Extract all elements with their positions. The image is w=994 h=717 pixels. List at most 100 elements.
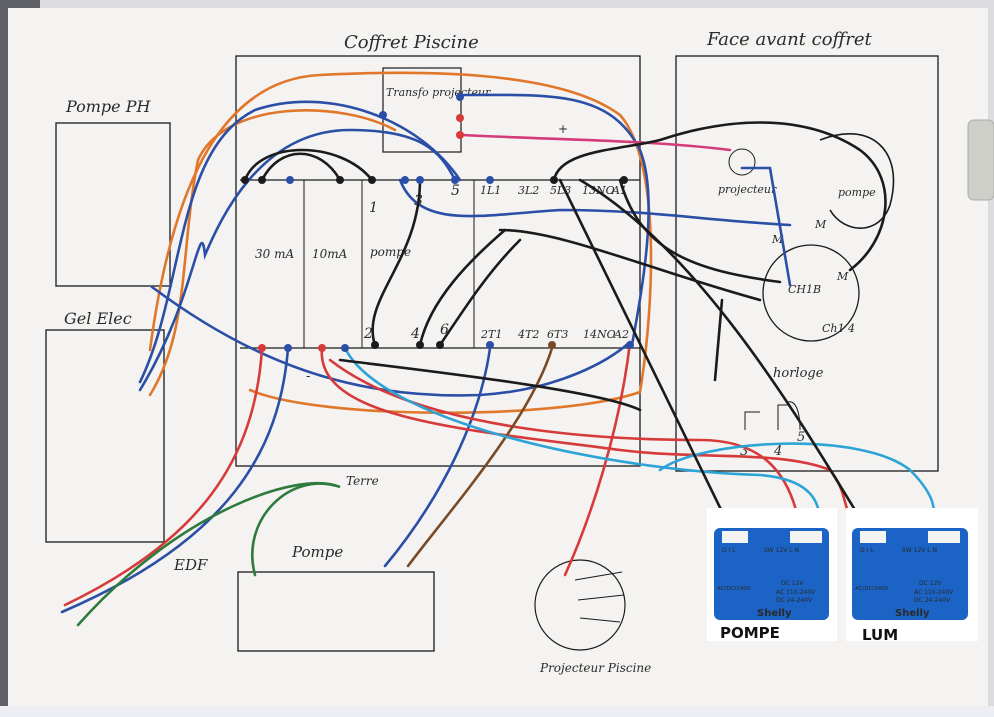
terminal-5-label: 5: [451, 183, 460, 199]
m-label-3: M: [836, 270, 849, 283]
plus-sign: +: [558, 122, 568, 136]
terminal-dot: [371, 341, 379, 349]
terminal-dot: [456, 114, 464, 122]
horloge-circle: [762, 244, 860, 342]
minus-sign: -: [306, 369, 310, 384]
wire-black: [498, 228, 762, 302]
shelly-spec1: DC 12V: [781, 580, 804, 587]
shelly-caption-lum: LUM: [862, 626, 898, 644]
transfo-box: [382, 67, 462, 153]
wire-blue: [460, 93, 650, 347]
terminal-dot: [286, 176, 294, 184]
projecteur-switch: [728, 148, 756, 176]
wire-black: [338, 358, 642, 412]
wire-blue: [150, 285, 632, 397]
terminal-dot: [486, 176, 494, 184]
edf-label: EDF: [173, 556, 208, 574]
wire-black-shelly: [578, 178, 868, 530]
contactor-4t2-label: 4T2: [517, 328, 539, 341]
switch-contact: [787, 401, 801, 431]
terminals: [241, 93, 634, 352]
wire-black: [552, 121, 887, 272]
terminal-dot: [456, 93, 464, 101]
wire-orange: [148, 71, 653, 415]
terminal-dot: [379, 111, 387, 119]
breaker-30ma-label: 30 mA: [255, 247, 294, 261]
projecteur-front-label: projecteur: [718, 183, 777, 196]
wire-black-bridge: [243, 148, 374, 182]
breaker-10ma-label: 10mA: [312, 247, 348, 261]
terminal-6-label: 6: [440, 322, 449, 338]
shelly-terminal-block: [928, 531, 960, 543]
face-avant-outline: [675, 55, 939, 472]
projecteur-piscine-lamp: [534, 559, 626, 651]
pompe-motor-box: [237, 571, 435, 652]
contactor-1l1-label: 1L1: [480, 184, 501, 197]
wire-blue: [138, 128, 457, 392]
terminal-dot: [416, 341, 424, 349]
gel-elec-box: [45, 329, 165, 543]
pompe-motor-label: Pompe: [291, 543, 343, 561]
shelly-body: [852, 528, 968, 620]
shelly-module-lum: O I L SW 12V L N AC/DC/240V DC 12V AC 11…: [846, 508, 978, 644]
wire-red-edf: [63, 346, 264, 607]
switch-term-5: 5: [797, 430, 805, 445]
terminal-dot: [341, 344, 349, 352]
shelly-terminal-block: [860, 531, 886, 543]
shelly-terminal-block: [722, 531, 748, 543]
wire-black-shelly: [558, 178, 732, 530]
shelly-spec1: DC 12V: [919, 580, 942, 587]
wire-black-bridge: [260, 152, 342, 182]
footer-bar: [0, 706, 994, 717]
contactor-6t3-label: 6T3: [547, 328, 568, 341]
wires: [60, 71, 936, 627]
gel-elec-label: Gel Elec: [64, 309, 132, 328]
wire-black: [618, 178, 782, 284]
pompe-ph-label: Pompe PH: [65, 97, 151, 116]
wire-red-projecteur: [563, 340, 632, 577]
shelly-terminal-block: [790, 531, 822, 543]
m-label-2: M: [814, 218, 827, 231]
wire-blue: [740, 166, 792, 287]
terminal-dot: [416, 176, 424, 184]
pompe-ph-box: [55, 122, 171, 287]
coffret-title: Coffret Piscine: [344, 32, 479, 53]
terminal-dot: [626, 341, 634, 349]
terminal-dot: [318, 344, 326, 352]
wire-black: [418, 228, 507, 347]
paper-sheet: [8, 8, 988, 708]
shelly-ac-text: AC/DC/240V: [855, 586, 889, 592]
shelly-top-right: SW 12V L N: [764, 547, 799, 554]
pompe-front-label: pompe: [838, 186, 876, 199]
terminal-2-label: 2: [363, 326, 373, 342]
wire-black: [438, 238, 522, 347]
shelly-top-left: O I L: [722, 547, 736, 554]
wire-green-terre: [76, 482, 341, 627]
terminal-dot: [258, 344, 266, 352]
terminal-1-label: 1: [369, 200, 378, 216]
wire-black: [713, 298, 724, 382]
ch14-label: Ch1 4: [822, 322, 855, 335]
shelly-top-left: O I L: [860, 547, 874, 554]
terminal-dot: [548, 341, 556, 349]
shelly-module-pompe: O I L SW 12V L N AC/DC/240V DC 12V AC 11…: [707, 508, 837, 642]
contactor-2t1-label: 2T1: [480, 328, 502, 341]
terminal-dot: [336, 176, 344, 184]
terminal-dot: [436, 341, 444, 349]
terminal-dot: [368, 176, 376, 184]
wire-blue: [138, 100, 462, 384]
projecteur-piscine-label: Projecteur Piscine: [539, 661, 651, 675]
switch-term-4: 4: [773, 444, 782, 459]
paper-clip: [967, 119, 994, 201]
contactor-14no-label: 14NO: [583, 328, 616, 341]
transfo-label: Transfo projecteur: [386, 86, 491, 99]
switch-contact: [744, 411, 760, 430]
terminal-dot: [550, 176, 558, 184]
wire-cyan: [343, 346, 822, 530]
terre-label: Terre: [346, 474, 379, 488]
terminal-dot: [401, 176, 409, 184]
shelly-body: [714, 528, 829, 620]
terminal-dot: [258, 176, 266, 184]
shelly-spec3: DC 24-240V: [776, 597, 813, 604]
